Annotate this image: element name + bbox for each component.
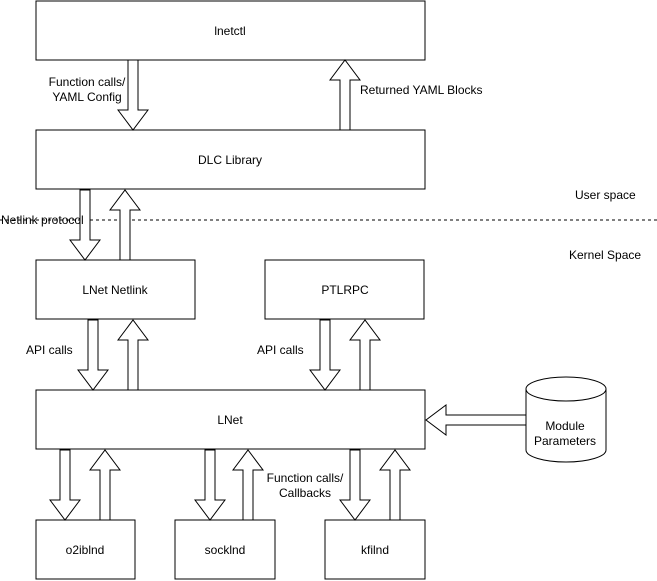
lnetctl-label: lnetctl [214, 24, 245, 38]
up-arrow-o2iblnd-to-lnet [89, 449, 121, 521]
api-calls-label-right: API calls [257, 343, 304, 357]
left-arrow-params-to-lnet [425, 404, 527, 436]
lnet-label: LNet [217, 413, 243, 427]
ptlrpc-label: PTLRPC [321, 283, 369, 297]
down-arrow-lnet-to-kfilnd [339, 449, 371, 521]
o2iblnd-label: o2iblnd [66, 543, 105, 557]
up-arrow-kfilnd-to-lnet [379, 449, 411, 521]
up-arrow-dlc-to-lnetctl [329, 59, 361, 131]
down-arrow-lnetctl-to-dlc [117, 59, 149, 131]
kernel-space-label: Kernel Space [569, 248, 641, 262]
netlink-protocol-label: Netlink protocol [1, 213, 84, 227]
down-arrow-lnet-to-socklnd [194, 449, 226, 521]
down-arrow-lnet-to-o2iblnd [49, 449, 81, 521]
module-parameters-database: Module Parameters [525, 376, 607, 463]
socklnd-label: socklnd [205, 543, 246, 557]
down-arrow-netlink-to-lnet [77, 319, 109, 391]
dlc-library-box: DLC Library [35, 129, 426, 190]
lnet-netlink-box: LNet Netlink [35, 259, 196, 320]
up-arrow-lnet-to-netlink [117, 319, 149, 391]
dlc-library-label: DLC Library [198, 153, 262, 167]
ptlrpc-box: PTLRPC [264, 259, 425, 320]
down-arrow-dlc-to-netlink [69, 189, 101, 261]
function-calls-label-top-1: Function calls/ [49, 75, 126, 89]
o2iblnd-box: o2iblnd [35, 519, 136, 580]
module-parameters-line2: Parameters [534, 434, 596, 448]
down-arrow-ptlrpc-to-lnet [309, 319, 341, 391]
api-calls-label-left: API calls [26, 343, 73, 357]
function-calls-label-top-2: YAML Config [52, 90, 121, 104]
up-arrow-lnet-to-ptlrpc [349, 319, 381, 391]
kfilnd-label: kfilnd [361, 543, 389, 557]
returned-yaml-label: Returned YAML Blocks [360, 83, 483, 97]
kfilnd-box: kfilnd [324, 519, 426, 580]
up-arrow-socklnd-to-lnet [232, 449, 264, 521]
lnet-box: LNet [35, 389, 426, 450]
module-parameters-line1: Module [545, 419, 585, 433]
lnet-netlink-label: LNet Netlink [82, 283, 148, 297]
user-space-label: User space [575, 188, 636, 202]
up-arrow-netlink-to-dlc [109, 189, 141, 261]
function-calls-label-bottom-1: Function calls/ [267, 471, 344, 485]
lnetctl-box: lnetctl [35, 0, 426, 61]
function-calls-label-bottom-2: Callbacks [279, 486, 331, 500]
socklnd-box: socklnd [174, 519, 276, 580]
